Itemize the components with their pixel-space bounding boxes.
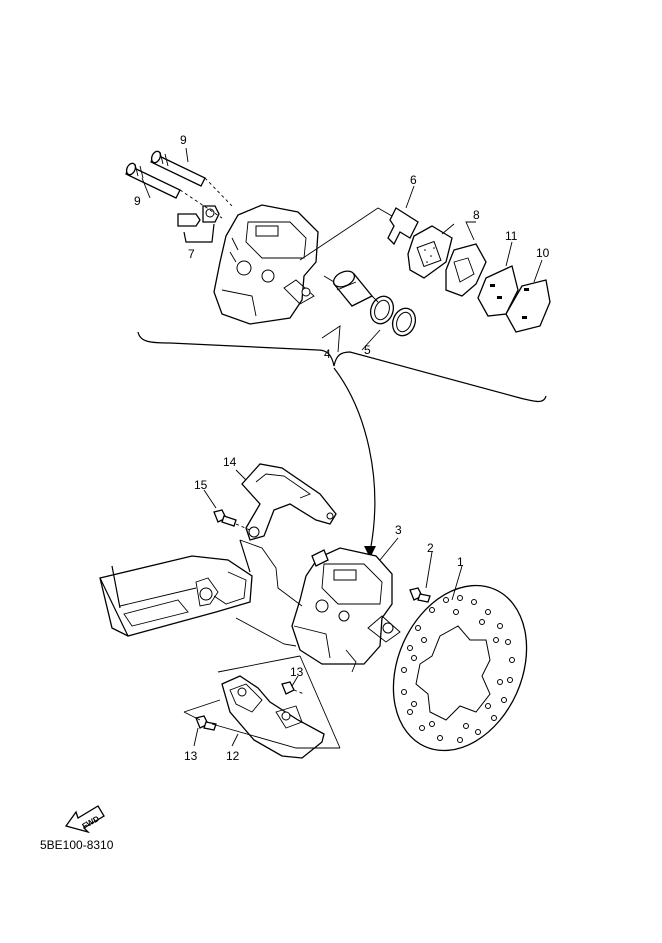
callout-1: 1 [457,555,464,569]
leader-lines [141,147,543,747]
caliper-pin-lower [125,162,181,199]
callout-4: 4 [324,347,331,361]
callout-11: 11 [505,229,518,243]
bleed-screw [177,205,220,243]
group-bracket [137,331,547,403]
bracket-bolt [213,509,251,531]
caliper-guard [221,675,325,759]
caliper-assembly [291,547,401,673]
pad-spring [387,207,419,246]
callout-7: 7 [188,247,195,261]
callout-5: 5 [364,343,371,357]
brake-disc [392,584,528,752]
callout-12: 12 [226,749,240,763]
fwd-arrow-icon: FWD [64,805,105,834]
callout-13-upper: 13 [290,665,304,679]
guard-bolt-upper [281,681,305,695]
callout-13-lower: 13 [184,749,198,763]
callout-2: 2 [427,541,434,555]
callout-9-upper: 9 [180,133,187,147]
disc-bolt [409,587,431,603]
pad-insulator [505,279,551,333]
assembly-lines-upper [179,177,393,303]
callout-10: 10 [536,246,550,260]
caliper-body-exploded [213,204,319,325]
guard-bolt-lower [195,715,217,731]
diagram-code: 5BE100-8310 [40,838,114,852]
callout-3: 3 [395,523,402,537]
caliper-bracket [241,463,337,541]
callout-14: 14 [223,455,237,469]
piston [332,270,374,307]
disc-holes [401,595,515,743]
caliper-pin-upper [150,150,206,187]
assembly-arrow [333,367,376,558]
callout-8: 8 [473,208,480,222]
callout-9-lower: 9 [134,194,141,208]
assembly-lines-lower [183,539,341,749]
brake-pad-1 [407,225,453,279]
callout-15: 15 [194,478,208,492]
brake-pad-2 [445,243,487,297]
piston-seals [369,295,417,337]
swingarm [99,539,253,637]
callout-6: 6 [410,173,417,187]
